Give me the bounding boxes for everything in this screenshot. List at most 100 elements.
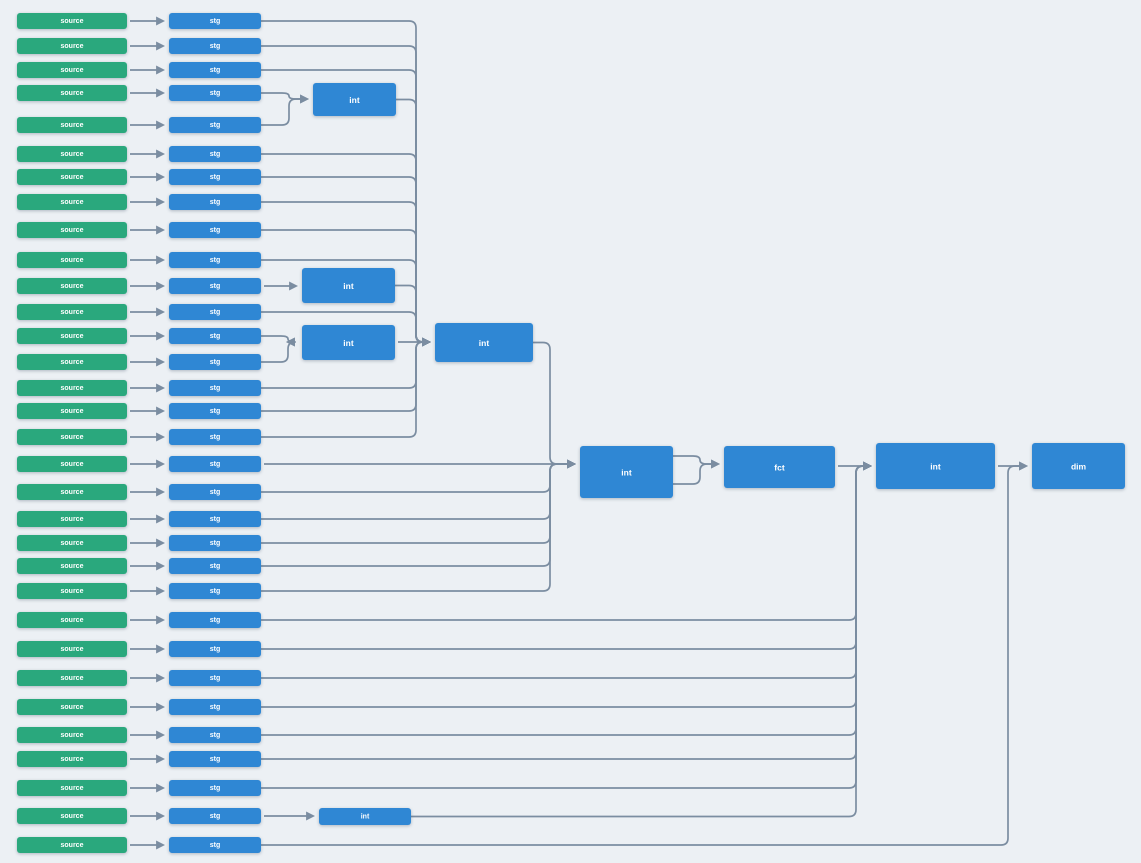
node-source-13-box[interactable] — [17, 328, 127, 344]
node-stg-8-box[interactable] — [169, 194, 261, 210]
node-source-5[interactable]: source — [17, 117, 127, 133]
node-int-int7-box[interactable] — [319, 808, 411, 825]
node-source-8[interactable]: source — [17, 194, 127, 210]
node-fct-fct-box[interactable] — [724, 446, 835, 488]
node-source-29-box[interactable] — [17, 751, 127, 767]
node-source-30[interactable]: source — [17, 780, 127, 796]
node-stg-16-box[interactable] — [169, 403, 261, 419]
node-source-12-box[interactable] — [17, 304, 127, 320]
node-source-9[interactable]: source — [17, 222, 127, 238]
node-stg-23-box[interactable] — [169, 583, 261, 599]
node-stg-15-box[interactable] — [169, 380, 261, 396]
node-source-6-box[interactable] — [17, 146, 127, 162]
node-source-4-box[interactable] — [17, 85, 127, 101]
node-source-21-box[interactable] — [17, 535, 127, 551]
node-stg-5[interactable]: stg — [169, 117, 261, 133]
node-int-int6[interactable]: int — [876, 443, 995, 489]
node-stg-29-box[interactable] — [169, 751, 261, 767]
node-stg-15[interactable]: stg — [169, 380, 261, 396]
node-stg-1[interactable]: stg — [169, 13, 261, 29]
node-stg-6-box[interactable] — [169, 146, 261, 162]
node-source-32[interactable]: source — [17, 837, 127, 853]
node-int-int6-box[interactable] — [876, 443, 995, 489]
node-stg-19[interactable]: stg — [169, 484, 261, 500]
node-stg-28[interactable]: stg — [169, 727, 261, 743]
node-source-15[interactable]: source — [17, 380, 127, 396]
node-source-24-box[interactable] — [17, 612, 127, 628]
node-stg-9[interactable]: stg — [169, 222, 261, 238]
node-stg-20[interactable]: stg — [169, 511, 261, 527]
node-source-11-box[interactable] — [17, 278, 127, 294]
node-fct-fct[interactable]: fct — [724, 446, 835, 488]
node-stg-10[interactable]: stg — [169, 252, 261, 268]
node-stg-28-box[interactable] — [169, 727, 261, 743]
node-source-28[interactable]: source — [17, 727, 127, 743]
node-stg-12[interactable]: stg — [169, 304, 261, 320]
node-stg-13-box[interactable] — [169, 328, 261, 344]
node-stg-24[interactable]: stg — [169, 612, 261, 628]
node-source-24[interactable]: source — [17, 612, 127, 628]
node-stg-25-box[interactable] — [169, 641, 261, 657]
node-stg-17-box[interactable] — [169, 429, 261, 445]
node-source-18-box[interactable] — [17, 456, 127, 472]
node-stg-12-box[interactable] — [169, 304, 261, 320]
node-int-int1-box[interactable] — [313, 83, 396, 116]
node-int-int3[interactable]: int — [302, 325, 395, 360]
node-int-int4-box[interactable] — [435, 323, 533, 362]
node-stg-32-box[interactable] — [169, 837, 261, 853]
node-stg-3[interactable]: stg — [169, 62, 261, 78]
node-stg-14[interactable]: stg — [169, 354, 261, 370]
node-source-9-box[interactable] — [17, 222, 127, 238]
node-dim-dim-box[interactable] — [1032, 443, 1125, 489]
node-source-26-box[interactable] — [17, 670, 127, 686]
node-stg-1-box[interactable] — [169, 13, 261, 29]
node-source-3[interactable]: source — [17, 62, 127, 78]
node-source-1-box[interactable] — [17, 13, 127, 29]
node-source-4[interactable]: source — [17, 85, 127, 101]
node-stg-16[interactable]: stg — [169, 403, 261, 419]
node-source-1[interactable]: source — [17, 13, 127, 29]
node-stg-30-box[interactable] — [169, 780, 261, 796]
node-source-29[interactable]: source — [17, 751, 127, 767]
node-source-7-box[interactable] — [17, 169, 127, 185]
node-source-31[interactable]: source — [17, 808, 127, 824]
node-source-13[interactable]: source — [17, 328, 127, 344]
node-source-32-box[interactable] — [17, 837, 127, 853]
node-stg-4-box[interactable] — [169, 85, 261, 101]
node-stg-2[interactable]: stg — [169, 38, 261, 54]
node-int-int2[interactable]: int — [302, 268, 395, 303]
node-stg-20-box[interactable] — [169, 511, 261, 527]
node-stg-21[interactable]: stg — [169, 535, 261, 551]
node-stg-4[interactable]: stg — [169, 85, 261, 101]
node-int-int2-box[interactable] — [302, 268, 395, 303]
node-source-8-box[interactable] — [17, 194, 127, 210]
node-stg-30[interactable]: stg — [169, 780, 261, 796]
node-source-2[interactable]: source — [17, 38, 127, 54]
node-stg-22[interactable]: stg — [169, 558, 261, 574]
node-int-int3-box[interactable] — [302, 325, 395, 360]
node-source-30-box[interactable] — [17, 780, 127, 796]
node-source-19[interactable]: source — [17, 484, 127, 500]
node-source-5-box[interactable] — [17, 117, 127, 133]
node-stg-7-box[interactable] — [169, 169, 261, 185]
node-stg-13[interactable]: stg — [169, 328, 261, 344]
node-source-31-box[interactable] — [17, 808, 127, 824]
node-source-22-box[interactable] — [17, 558, 127, 574]
node-int-int5-box[interactable] — [580, 446, 673, 498]
node-int-int4[interactable]: int — [435, 323, 533, 362]
node-stg-23[interactable]: stg — [169, 583, 261, 599]
node-stg-32[interactable]: stg — [169, 837, 261, 853]
node-stg-11[interactable]: stg — [169, 278, 261, 294]
node-source-21[interactable]: source — [17, 535, 127, 551]
node-stg-18-box[interactable] — [169, 456, 261, 472]
node-source-20[interactable]: source — [17, 511, 127, 527]
node-stg-31-box[interactable] — [169, 808, 261, 824]
node-source-16[interactable]: source — [17, 403, 127, 419]
node-source-10[interactable]: source — [17, 252, 127, 268]
node-stg-25[interactable]: stg — [169, 641, 261, 657]
node-stg-7[interactable]: stg — [169, 169, 261, 185]
node-int-int7[interactable]: int — [319, 808, 411, 825]
node-source-26[interactable]: source — [17, 670, 127, 686]
node-source-28-box[interactable] — [17, 727, 127, 743]
